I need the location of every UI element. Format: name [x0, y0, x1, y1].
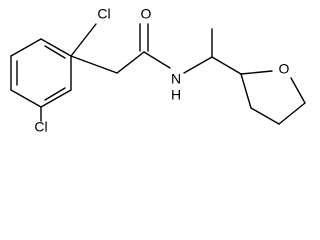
ring-o-label: O: [279, 61, 290, 77]
ring-bond-6: [10, 38, 42, 57]
thf-bond-4: [250, 107, 280, 125]
ch2-carbonyl-bond: [116, 51, 145, 74]
thf-bond-3: [278, 102, 306, 125]
n-ch-bond: [183, 56, 213, 74]
thf-bond-1: [240, 70, 273, 75]
thf-bond-2: [290, 77, 306, 104]
thf-bond-5: [240, 73, 252, 109]
carbonyl-n-bond: [143, 51, 171, 69]
tetrahydrofuran-ring: [240, 70, 306, 125]
benzyl-bond: [70, 55, 118, 74]
ch-thf-bond: [211, 56, 242, 75]
carbonyl-o-label: O: [141, 6, 152, 22]
chemical-structure-diagram: Cl Cl O N H O: [10, 6, 306, 135]
ring-bond-4: [10, 89, 42, 108]
ring-double-bond-c: [44, 87, 66, 101]
cl-top-bond: [70, 23, 97, 57]
amide-n-label: N: [171, 71, 181, 87]
cl-bottom-label: Cl: [34, 119, 47, 135]
amide-h-label: H: [171, 87, 181, 103]
ring-bond-3: [40, 89, 72, 108]
benzene-ring: [10, 38, 72, 108]
ring-double-bond-a: [44, 45, 66, 59]
ring-bond-1: [40, 38, 72, 57]
cl-top-label: Cl: [97, 6, 110, 22]
